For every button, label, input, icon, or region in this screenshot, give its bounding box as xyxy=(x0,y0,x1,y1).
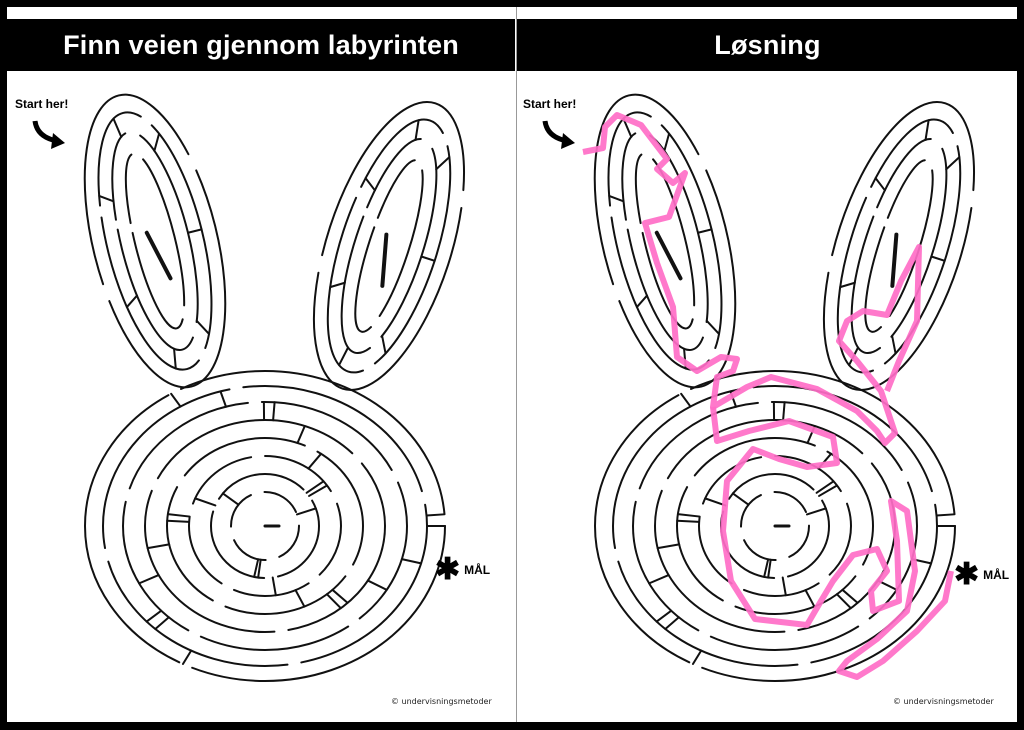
maze-walls xyxy=(83,93,466,682)
left-ear xyxy=(83,93,227,389)
bunny-maze[interactable] xyxy=(7,71,515,722)
asterisk-icon: ✱ xyxy=(435,553,461,586)
worksheet: Finn veien gjennom labyrinten Start her!… xyxy=(7,7,1018,722)
goal-marker: ✱ MÅL xyxy=(435,553,491,586)
solution-path xyxy=(582,112,954,680)
puzzle-title: Finn veien gjennom labyrinten xyxy=(7,19,515,71)
start-label: Start her! xyxy=(523,97,577,111)
solution-panel: Løsning Start her! ✱ MÅL © undervisnings… xyxy=(516,7,1018,722)
solution-title: Løsning xyxy=(517,19,1018,71)
right-ear xyxy=(312,101,466,391)
left-ear xyxy=(593,93,737,389)
head xyxy=(594,370,956,682)
goal-label: MÅL xyxy=(464,563,491,577)
goal-marker: ✱ MÅL xyxy=(954,558,1010,591)
start-label: Start her! xyxy=(15,97,69,111)
asterisk-icon: ✱ xyxy=(954,558,980,591)
credit: © undervisningsmetoder xyxy=(893,697,994,706)
curved-arrow-icon xyxy=(542,120,575,149)
credit: © undervisningsmetoder xyxy=(391,697,492,706)
head xyxy=(84,370,446,682)
curved-arrow-icon xyxy=(32,120,65,149)
goal-label: MÅL xyxy=(983,568,1010,582)
puzzle-panel: Finn veien gjennom labyrinten Start her!… xyxy=(7,7,515,722)
bunny-maze-solution xyxy=(542,93,976,682)
